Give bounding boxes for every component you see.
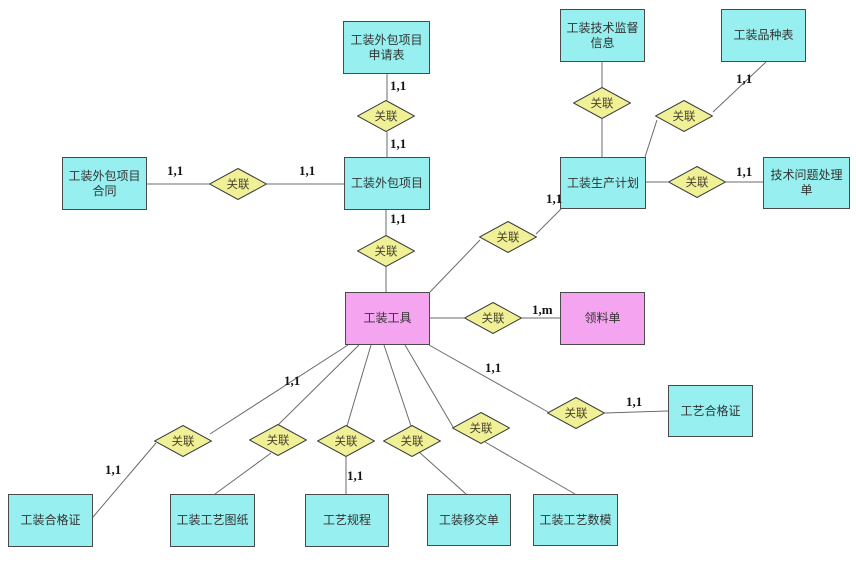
entity-process-certificate: 工艺合格证 [668, 385, 753, 437]
entity-material-requisition-sheet: 领料单 [560, 292, 645, 345]
diamond-shape [317, 425, 375, 457]
cardinality-label: 1,1 [390, 78, 407, 93]
entity-tooling-tech-supervision-info: 工装技术监督信息 [560, 9, 645, 62]
cardinality-label: 1,1 [736, 164, 753, 179]
diamond-shape [357, 100, 415, 132]
connector-line [92, 442, 157, 518]
cardinality-label: 1,1 [167, 163, 184, 178]
connector-line [644, 119, 658, 158]
entity-tooling-process-model: 工装工艺数模 [533, 494, 618, 546]
connector-line [383, 344, 412, 427]
entity-tooling-certificate: 工装合格证 [8, 494, 93, 547]
diamond-shape [154, 425, 212, 457]
diamond-shape [479, 221, 537, 253]
entity-tech-problem-handling-sheet: 技术问题处理单 [763, 157, 850, 209]
connector-line [604, 410, 669, 414]
entity-tooling-outsource-project: 工装外包项目 [344, 157, 430, 210]
relation-diamond-variety-plan: 关联 [655, 100, 713, 132]
cardinality-label: 1,1 [299, 163, 316, 178]
cardinality-label: 1,1 [390, 136, 407, 151]
diamond-shape [249, 424, 307, 456]
connector-line [535, 208, 562, 235]
diamond-shape [357, 235, 415, 267]
relation-diamond-tool-drawing: 关联 [249, 424, 307, 456]
cardinality-label: 1,1 [546, 191, 563, 206]
connector-line [429, 239, 481, 293]
connector-line [404, 344, 454, 428]
connector-line [346, 344, 372, 427]
cardinality-label: 1,1 [736, 71, 753, 86]
cardinality-label: 1,1 [284, 373, 301, 388]
entity-tooling-tool: 工装工具 [345, 292, 430, 345]
relation-diamond-tool-model: 关联 [452, 412, 510, 444]
cardinality-label: 1,m [532, 302, 553, 317]
entity-tooling-transfer-sheet: 工装移交单 [427, 494, 511, 546]
cardinality-label: 1,1 [626, 394, 643, 409]
relation-diamond-plan-problem-sheet: 关联 [668, 166, 726, 198]
cardinality-label: 1,1 [347, 468, 364, 483]
diamond-shape [547, 397, 605, 429]
diamond-shape [464, 302, 522, 334]
relation-diamond-project-tool: 关联 [357, 235, 415, 267]
cardinality-label: 1,1 [105, 462, 122, 477]
cardinality-label: 1,1 [485, 360, 502, 375]
entity-tooling-outsource-application-form: 工装外包项目申请表 [343, 21, 430, 74]
relation-diamond-tool-procedure: 关联 [317, 425, 375, 457]
relation-diamond-application-project: 关联 [357, 100, 415, 132]
relation-diamond-tool-transfer: 关联 [383, 425, 441, 457]
connector-line [277, 344, 360, 426]
cardinality-label: 1,1 [390, 211, 407, 226]
relation-diamond-tool-certificate: 关联 [154, 425, 212, 457]
connector-line [712, 61, 767, 113]
relation-diamond-tool-process-cert: 关联 [547, 397, 605, 429]
connector-line [428, 344, 549, 413]
entity-process-procedure: 工艺规程 [305, 494, 389, 547]
connector-line [214, 452, 272, 495]
relation-diamond-tool-plan: 关联 [479, 221, 537, 253]
diamond-shape [573, 87, 631, 119]
relation-diamond-supervision-plan: 关联 [573, 87, 631, 119]
diamond-shape [452, 412, 510, 444]
entity-tooling-production-plan: 工装生产计划 [560, 157, 646, 209]
connector-line [209, 344, 349, 435]
connector-line [484, 441, 576, 495]
entity-tooling-outsource-contract: 工装外包项目合同 [62, 157, 147, 210]
diamond-shape [383, 425, 441, 457]
connector-line [418, 451, 467, 495]
diamond-shape [209, 168, 267, 200]
diamond-shape [668, 166, 726, 198]
diamond-shape [655, 100, 713, 132]
relation-diamond-contract-project: 关联 [209, 168, 267, 200]
relation-diamond-tool-requisition: 关联 [464, 302, 522, 334]
entity-tooling-process-drawing: 工装工艺图纸 [170, 494, 255, 547]
entity-tooling-variety-table: 工装品种表 [721, 9, 806, 62]
